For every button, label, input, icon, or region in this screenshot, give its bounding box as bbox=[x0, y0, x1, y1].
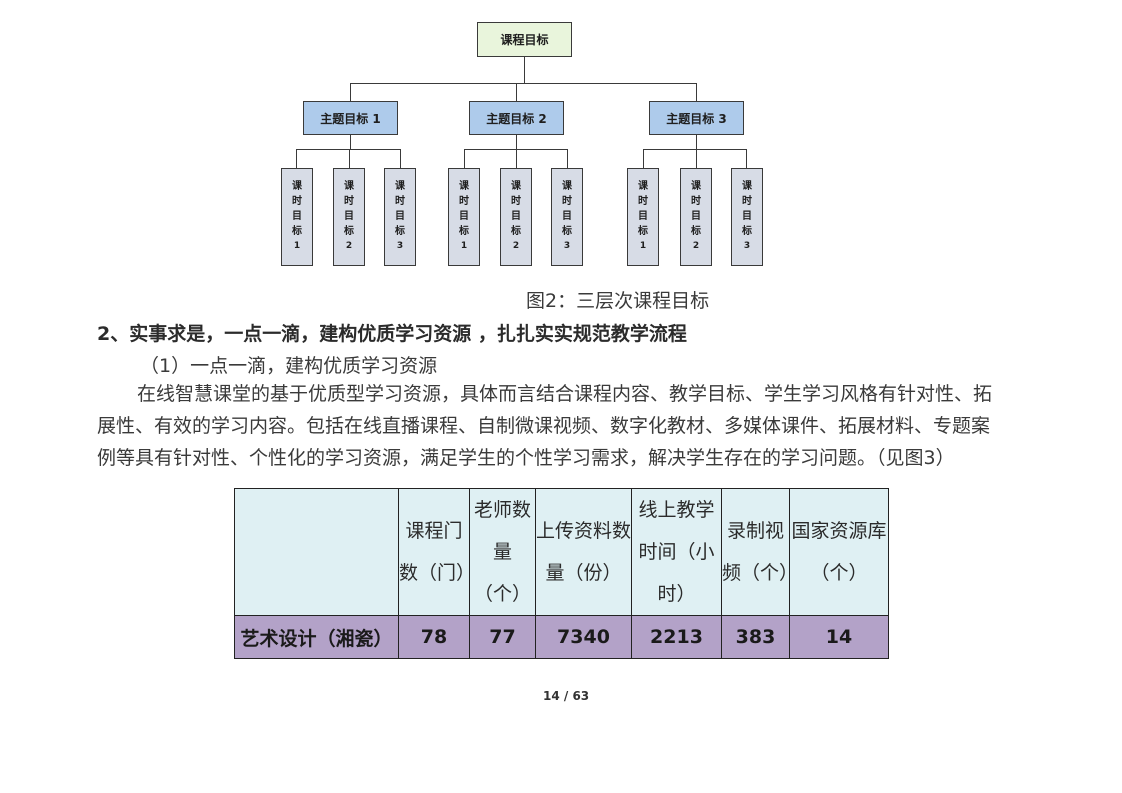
table-cell: 2213 bbox=[631, 615, 722, 659]
table-row: 艺术设计（湘瓷） 78 77 7340 2213 383 14 bbox=[234, 615, 889, 659]
connector bbox=[567, 149, 568, 168]
header-cell: 老师数量（个） bbox=[469, 488, 536, 616]
table-cell: 7340 bbox=[535, 615, 632, 659]
section-heading: 2、实事求是，一点一滴，建构优质学习资源 ，扎扎实实规范教学流程 bbox=[97, 323, 687, 345]
connector bbox=[643, 149, 644, 168]
connector bbox=[696, 149, 697, 168]
header-cell: 课程门数（门） bbox=[398, 488, 475, 616]
connector bbox=[643, 149, 747, 150]
connector bbox=[296, 149, 401, 150]
connector bbox=[350, 135, 351, 149]
header-cell: 上传资料数量（份） bbox=[535, 488, 632, 616]
connector bbox=[696, 83, 697, 101]
root-node: 课程目标 bbox=[477, 22, 572, 57]
paragraph-line: 在线智慧课堂的基于优质型学习资源，具体而言结合课程内容、教学目标、学生学习风格有… bbox=[137, 383, 993, 405]
connector bbox=[746, 149, 747, 168]
resource-table: 课程门数（门） 老师数量（个） 上传资料数量（份） 线上教学时间（小时） 录制视… bbox=[234, 488, 889, 659]
table-header-row: 课程门数（门） 老师数量（个） 上传资料数量（份） 线上教学时间（小时） 录制视… bbox=[234, 488, 889, 616]
connector bbox=[296, 149, 297, 168]
table-cell: 77 bbox=[469, 615, 536, 659]
figure-caption: 图2：三层次课程目标 bbox=[526, 290, 710, 312]
header-cell: 国家资源库（个） bbox=[789, 488, 889, 616]
connector bbox=[696, 135, 697, 149]
connector bbox=[516, 135, 517, 149]
header-cell: 录制视频（个） bbox=[721, 488, 798, 616]
page-number: 14 / 63 bbox=[543, 689, 590, 703]
paragraph-line: 例等具有针对性、个性化的学习资源，满足学生的个性学习需求，解决学生存在的学习问题… bbox=[97, 447, 955, 469]
table-cell: 78 bbox=[398, 615, 470, 659]
table-cell: 14 bbox=[789, 615, 889, 659]
connector bbox=[349, 149, 350, 168]
theme-node-2: 主题目标 2 bbox=[469, 101, 564, 135]
subsection-heading: （1）一点一滴，建构优质学习资源 bbox=[140, 355, 438, 377]
connector bbox=[516, 149, 517, 168]
connector bbox=[400, 149, 401, 168]
paragraph-line: 展性、有效的学习内容。包括在线直播课程、自制微课视频、数字化教材、多媒体课件、拓… bbox=[97, 415, 991, 437]
header-cell-empty bbox=[234, 488, 399, 616]
body-paragraph: 在线智慧课堂的基于优质型学习资源，具体而言结合课程内容、教学目标、学生学习风格有… bbox=[97, 378, 1057, 474]
connector bbox=[350, 83, 697, 84]
theme-node-1: 主题目标 1 bbox=[303, 101, 398, 135]
connector bbox=[516, 83, 517, 101]
table-cell: 383 bbox=[721, 615, 790, 659]
connector bbox=[350, 83, 351, 101]
connector bbox=[464, 149, 465, 168]
theme-node-3: 主题目标 3 bbox=[649, 101, 744, 135]
connector bbox=[524, 57, 525, 83]
header-cell: 线上教学时间（小时） bbox=[631, 488, 722, 616]
row-label: 艺术设计（湘瓷） bbox=[234, 615, 399, 659]
